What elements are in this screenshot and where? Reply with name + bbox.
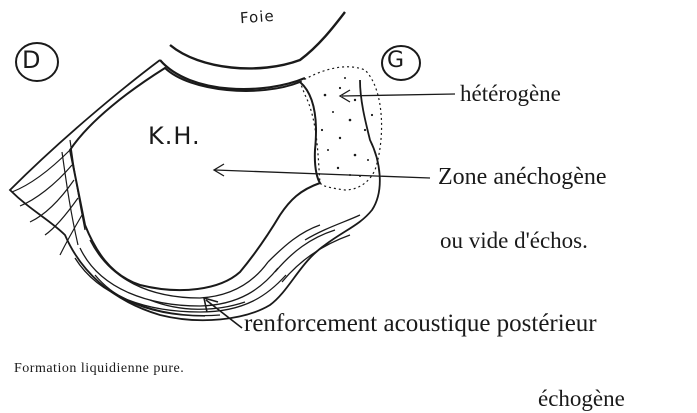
liver-label: Foie (240, 9, 276, 26)
figure-caption: Formation liquidienne pure. (14, 362, 184, 376)
arrow-posterior-enhancement (204, 298, 242, 328)
echo-free-label: ou vide d'échos. (440, 229, 588, 252)
right-side-label: D (22, 48, 40, 72)
heterogeneous-label: hétérogène (460, 82, 561, 105)
arrow-heterogeneous (340, 90, 455, 102)
posterior-enhancement-label: renforcement acoustique postérieur (244, 311, 597, 336)
anechoic-zone-label: Zone anéchogène (438, 165, 607, 189)
left-side-label: G (387, 50, 404, 72)
cyst-label: K.H. (148, 124, 201, 148)
echogenic-label: échogène (538, 387, 625, 410)
